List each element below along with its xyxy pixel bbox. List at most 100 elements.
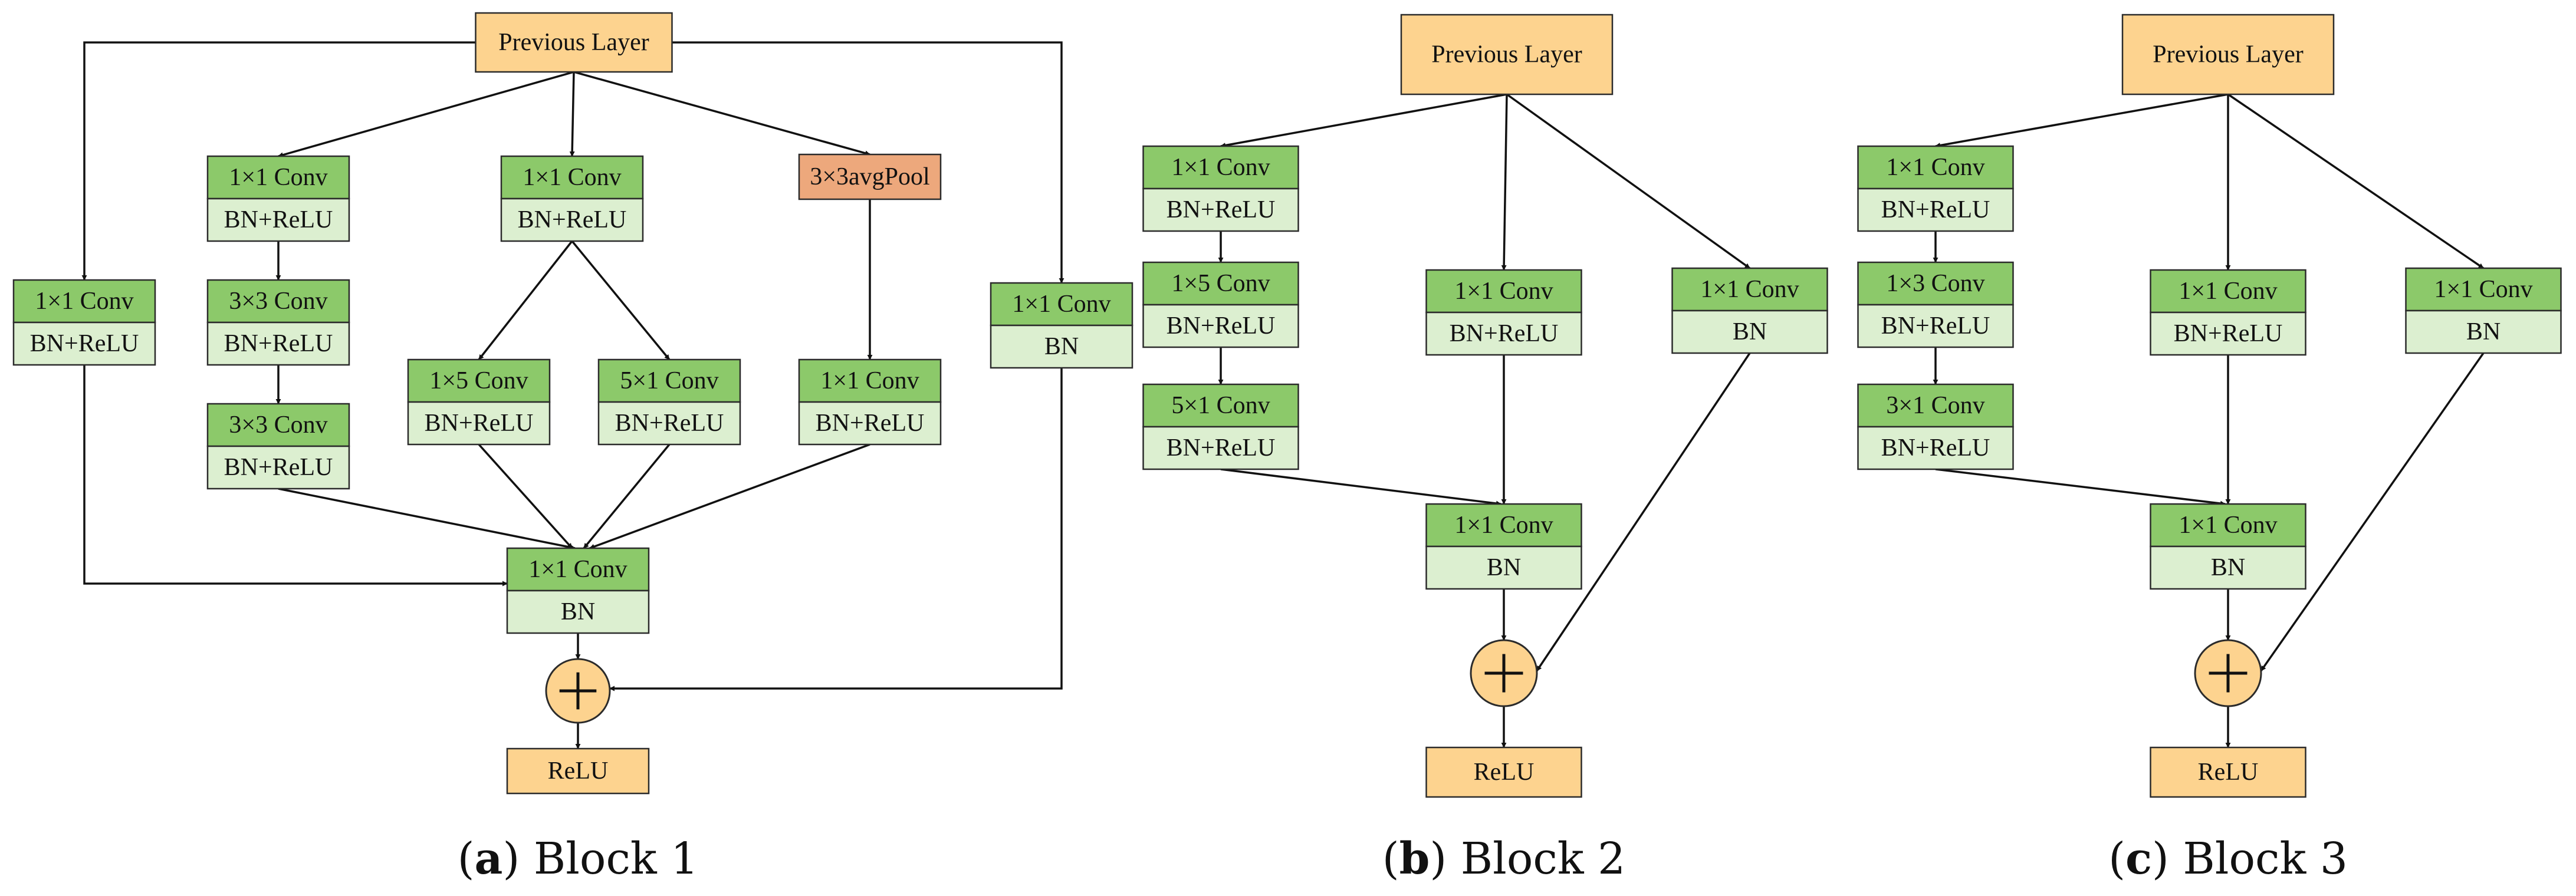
b2-merge-norm-cell [1425,545,1582,590]
b2-branch2-conv-cell [1425,269,1582,314]
b3-merge-norm-label: BN [2211,554,2245,581]
b1-branch-left-norm-cell [12,321,156,366]
b1-branch2-unit2b-norm-label: BN+ReLU [615,410,724,437]
b1-edge-p2-merge [589,443,870,549]
b1-edge-input-branch2 [569,71,575,157]
b1-edge-m2-merge [478,443,573,549]
b1-input-label: Previous Layer [498,29,649,56]
b2-merge-conv-cell [1425,503,1582,548]
b2-shortcut-norm-cell [1671,309,1828,354]
b3-branch1-unit3-conv-label: 3×1 Conv [1886,392,1984,419]
b3-shortcut-norm-label: BN [2466,318,2501,345]
b2-edge-input-d1 [1501,94,1508,271]
b2-shortcut-conv-label: 1×1 Conv [1700,276,1799,303]
b1-branch2-unit2a-norm-cell [407,401,551,446]
b1-branch2-unit2a-conv-cell [407,358,551,403]
b3-branch2-norm-label: BN+ReLU [2174,320,2283,347]
b3-add [2194,639,2262,707]
b1-shortcut-norm-label: BN [1044,333,1079,360]
b2-branch1-unit2-norm-cell [1142,304,1299,348]
b1-branch2-unit2b-conv-cell [597,358,741,403]
b1-merge-norm-cell [506,589,650,634]
b3-edge-input-c1 [1935,93,2229,149]
b1-branch1-unit3-norm-label: BN+ReLU [224,454,333,481]
b3-branch1-unit2-conv-cell [1857,261,2014,306]
b3-branch1-unit1-conv-label: 1×1 Conv [1886,154,1984,181]
caption-text: Block 1 [534,834,699,884]
b3-branch1-unit3-norm-cell [1857,426,2014,470]
b1-input: Previous Layer [475,12,673,73]
b1-branch3-pool-label: 3×3avgPool [810,163,929,190]
b2-branch2-norm-label: BN+ReLU [1450,320,1559,347]
b2-edge-shortcut-add [1536,353,1751,671]
b1-branch2-unit2a-conv-label: 1×5 Conv [429,367,528,394]
b2-input: Previous Layer [1400,14,1614,95]
b1-merge-conv-label: 1×1 Conv [528,556,627,583]
b3-output: ReLU [2150,746,2306,798]
b1-input-cell [475,12,673,73]
b2-branch2-norm-cell [1425,311,1582,356]
b3-edge-shortcut-add [2260,352,2485,672]
b1-branch2-unit1-norm-cell [500,197,644,242]
b2-edge-input-c1 [1220,93,1507,148]
b1-edge-input-branch1 [278,71,574,158]
captions: (a) Block 1(b) Block 2(c) Block 3 [458,834,2348,884]
b1-merge-conv-cell [506,547,650,592]
caption-text: Block 2 [1461,834,1626,884]
b2-branch1-unit3-norm-cell [1142,426,1299,470]
b3-branch1-unit1-norm-cell [1857,187,2014,232]
b1-output: ReLU [506,747,650,795]
b2-shortcut-norm-label: BN [1733,318,1767,345]
b2-edge-c3-merge [1220,468,1501,506]
caption-letter: a [475,834,503,884]
b3-branch1-unit3-norm-label: BN+ReLU [1881,434,1990,462]
b1-output-label: ReLU [548,757,609,785]
b1-merge-norm-label: BN [561,598,595,625]
b1-add [545,658,611,724]
b2-branch1-unit3-norm-label: BN+ReLU [1167,434,1276,462]
b3-output-label: ReLU [2198,759,2259,786]
b1-edge-m1-m2 [478,240,573,361]
b2-output-label: ReLU [1474,759,1535,786]
caption-block-3: (c) Block 3 [2108,834,2348,884]
b1-branch1-unit3-conv-label: 3×3 Conv [229,411,327,439]
b3-merge-norm-cell [2150,545,2306,590]
b3-edge-c3-merge [1935,468,2226,506]
b1-branch2-unit2b-norm-cell [597,401,741,446]
b1-branch1-unit2-conv-label: 3×3 Conv [229,288,327,315]
b3-branch1-unit2-norm-cell [1857,304,2014,348]
b1-edge-a3-merge [278,487,576,550]
caption-letter: c [2125,834,2152,884]
b2-input-cell [1400,14,1614,95]
b2-branch1-unit1-conv-label: 1×1 Conv [1171,154,1270,181]
b1-branch2-unit2a-norm-label: BN+ReLU [425,410,534,437]
b3-shortcut-conv-cell [2405,267,2562,312]
b3-input-label: Previous Layer [2153,41,2303,68]
b3-branch2-norm-cell [2150,311,2306,356]
b1-branch1-unit1-conv-label: 1×1 Conv [229,164,327,191]
b2-branch1-unit3-conv-label: 5×1 Conv [1171,392,1270,419]
b2-branch1-unit1-norm-label: BN+ReLU [1167,196,1276,223]
b1-edge-input-shortcut [672,41,1064,284]
b1-branch3-unit2-conv-label: 1×1 Conv [820,367,919,394]
